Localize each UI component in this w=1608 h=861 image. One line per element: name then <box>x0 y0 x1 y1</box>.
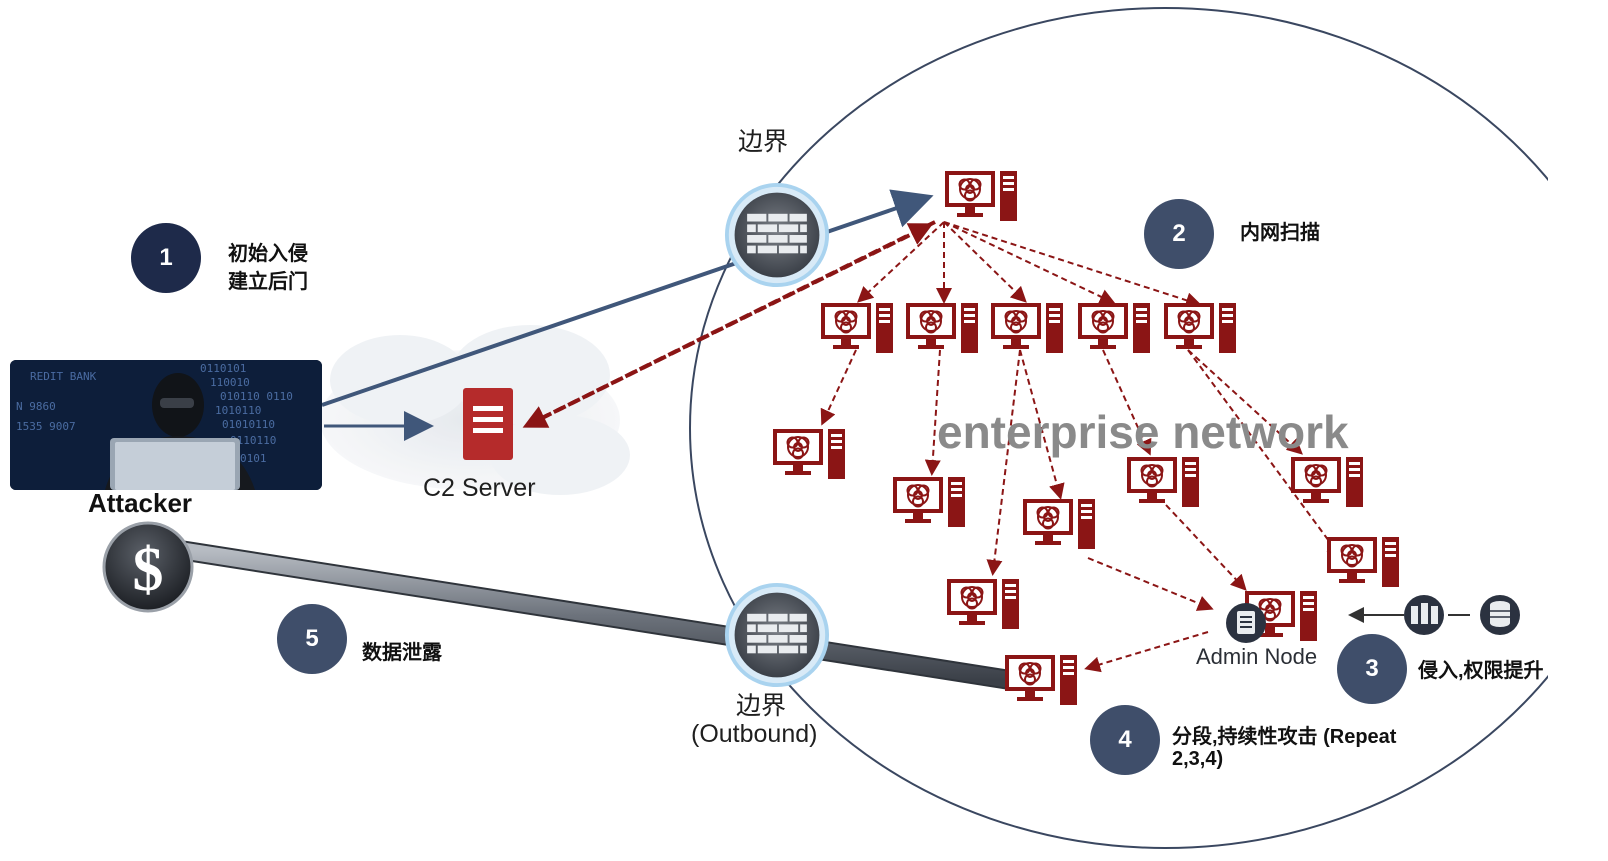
svg-text:N 9860: N 9860 <box>16 400 56 413</box>
intrusion-arrow <box>321 189 934 407</box>
svg-text:010110 0110: 010110 0110 <box>220 390 293 403</box>
svg-text:0110101: 0110101 <box>200 362 246 375</box>
step-3-label: 侵入,权限提升 <box>1418 660 1544 682</box>
step-4-label-line1: 分段,持续性攻击 (Repeat <box>1172 726 1397 748</box>
c2-server-icon <box>463 388 513 460</box>
infected-pc-icon <box>990 302 1064 354</box>
svg-text:1535 9007: 1535 9007 <box>16 420 76 433</box>
enterprise-network-boundary <box>689 7 1608 849</box>
infected-pc-icon <box>1290 456 1364 508</box>
infected-pc-icon <box>1004 654 1078 706</box>
infected-pc-icon <box>1077 302 1151 354</box>
infected-pc-icon <box>820 302 894 354</box>
svg-text:110010: 110010 <box>210 376 250 389</box>
infected-pc-icon <box>772 428 846 480</box>
svg-text:1010110: 1010110 <box>215 404 261 417</box>
perimeter-top-label: 边界 <box>738 128 789 156</box>
attacker-photo: 0110101 110010 010110 0110 1010110 01010… <box>10 360 322 490</box>
step-4-label-line2: 2,3,4) <box>1172 748 1224 770</box>
step-1-label-line1: 初始入侵 <box>228 243 308 265</box>
infected-pc-icon <box>946 578 1020 630</box>
admin-node-label: Admin Node <box>1196 644 1318 669</box>
perimeter-firewall-top-icon <box>724 182 830 288</box>
infected-pc-icon <box>1326 536 1400 588</box>
outbound-label: (Outbound) <box>691 720 818 748</box>
step-1-badge: 1 <box>131 223 201 293</box>
step-2-badge: 2 <box>1144 199 1214 269</box>
svg-text:01010110: 01010110 <box>222 418 275 431</box>
infected-pc-icon <box>944 170 1018 222</box>
document-icon <box>1226 603 1266 643</box>
dollar-icon: $ <box>102 521 194 613</box>
step-4-badge: 4 <box>1090 705 1160 775</box>
step-5-label: 数据泄露 <box>362 642 442 664</box>
scan-arrows <box>820 221 1343 673</box>
server-stack-icon <box>1404 595 1444 635</box>
attacker-label: Attacker <box>88 488 193 518</box>
step-5-badge: 5 <box>277 604 347 674</box>
perimeter-firewall-bottom-icon <box>724 582 830 688</box>
c2-server-label: C2 Server <box>423 474 536 502</box>
infected-pc-icon <box>1126 456 1200 508</box>
step-3-badge: 3 <box>1337 634 1407 704</box>
database-icon <box>1480 595 1520 635</box>
svg-text:0101: 0101 <box>240 452 267 465</box>
step-2-label: 内网扫描 <box>1240 222 1320 244</box>
infected-pc-icon <box>1022 498 1096 550</box>
infected-pc-icon <box>1163 302 1237 354</box>
svg-text:$: $ <box>133 536 164 604</box>
perimeter-bottom-label: 边界 <box>736 692 787 720</box>
infected-pc-icon <box>905 302 979 354</box>
svg-text:0110110: 0110110 <box>230 434 276 447</box>
svg-text:REDIT BANK: REDIT BANK <box>30 370 97 383</box>
exfiltration-pipe <box>170 540 1020 690</box>
step-1-label-line2: 建立后门 <box>228 271 308 293</box>
enterprise-network-label: enterprise network <box>937 406 1349 458</box>
infected-pc-icon <box>892 476 966 528</box>
